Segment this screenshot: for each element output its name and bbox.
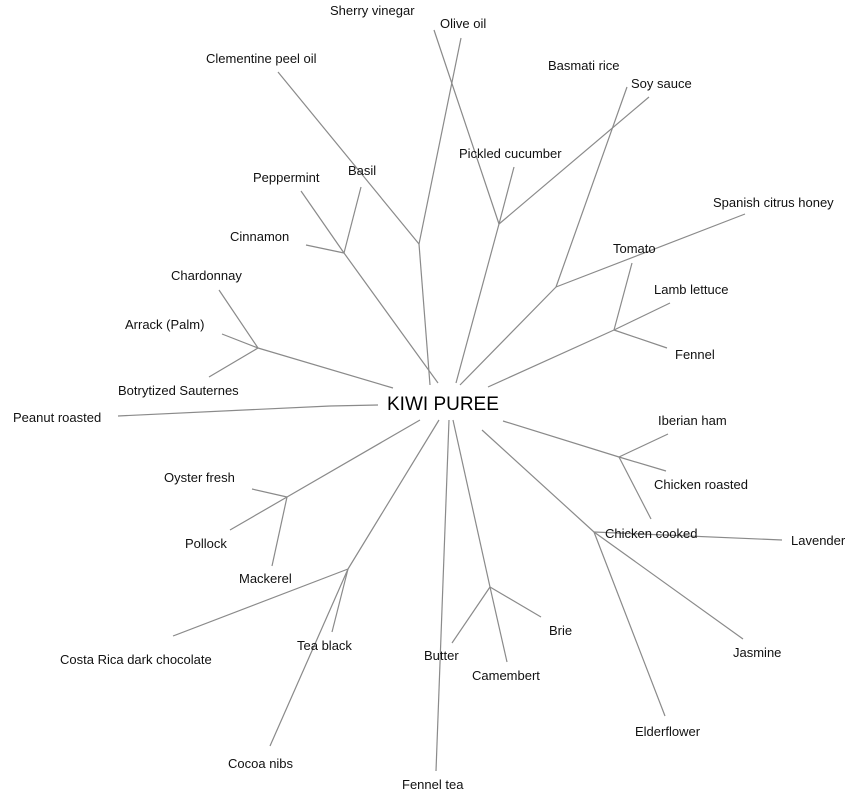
leaf-label: Butter (424, 648, 459, 663)
tree-edge (613, 302, 671, 331)
leaf-label: Iberian ham (658, 413, 727, 428)
tree-edge (618, 456, 667, 472)
leaf-label: Spanish citrus honey (713, 195, 834, 210)
tree-edge (329, 404, 379, 407)
tree-edge (455, 223, 500, 384)
tree-edge (481, 429, 595, 533)
leaf-label: Lamb lettuce (654, 282, 728, 297)
tree-edge (613, 329, 668, 349)
tree-edge (418, 37, 462, 245)
tree-edge (418, 243, 431, 386)
tree-edge (343, 186, 362, 254)
leaf-label: Cocoa nibs (228, 756, 294, 771)
leaf-label: Chicken roasted (654, 477, 748, 492)
leaf-label: Botrytized Sauternes (118, 383, 239, 398)
leaf-label: Olive oil (440, 16, 486, 31)
leaf-label: Elderflower (635, 724, 701, 739)
leaf-label: Tomato (613, 241, 656, 256)
leaf-label: Mackerel (239, 571, 292, 586)
leaf-label: Basil (348, 163, 376, 178)
leaf-label: Lavender (791, 533, 846, 548)
leaf-label: Fennel tea (402, 777, 464, 792)
tree-edge (593, 531, 783, 541)
leaf-label: Costa Rica dark chocolate (60, 652, 212, 667)
tree-edge (257, 347, 394, 389)
tree-edge (613, 262, 633, 331)
leaf-label: Brie (549, 623, 572, 638)
leaf-label: Jasmine (733, 645, 781, 660)
tree-edge (277, 71, 420, 245)
tree-edge (221, 333, 259, 349)
tree-edge (452, 419, 491, 588)
tree-edge (555, 213, 746, 288)
leaf-label: Clementine peel oil (206, 51, 317, 66)
tree-edge (502, 420, 620, 458)
tree-edges (117, 29, 783, 772)
leaf-label: Chicken cooked (605, 526, 698, 541)
tree-edge (300, 190, 345, 254)
leaf-label: Sherry vinegar (330, 3, 415, 18)
tree-edge (269, 568, 349, 747)
tree-edge (331, 568, 349, 633)
leaf-label: Pickled cucumber (459, 146, 562, 161)
tree-edge (593, 531, 744, 640)
tree-edge (489, 586, 508, 663)
tree-edge (459, 286, 557, 386)
tree-edge (271, 496, 288, 567)
leaf-label: Basmati rice (548, 58, 620, 73)
leaf-label: Chardonnay (171, 268, 242, 283)
tree-edge (218, 289, 259, 349)
leaf-label: Cinnamon (230, 229, 289, 244)
tree-edge (286, 419, 421, 498)
tree-edge (593, 531, 666, 717)
tree-edge (435, 419, 450, 772)
leaf-label: Camembert (472, 668, 540, 683)
tree-edge (343, 252, 439, 384)
tree-edge (489, 586, 542, 618)
leaf-label: Peanut roasted (13, 410, 101, 425)
leaf-label: Fennel (675, 347, 715, 362)
leaf-label: Arrack (Palm) (125, 317, 204, 332)
tree-edge (618, 433, 669, 458)
tree-edge (498, 166, 515, 225)
tree-edge (208, 347, 259, 378)
tree-edge (117, 405, 331, 417)
tree-edge (251, 488, 288, 498)
leaf-label: Oyster fresh (164, 470, 235, 485)
leaf-label: Pollock (185, 536, 227, 551)
tree-edge (229, 496, 288, 531)
tree-edge (555, 86, 628, 288)
tree-edge (487, 329, 615, 388)
tree-edge (498, 96, 650, 225)
tree-edge (433, 29, 500, 225)
leaf-label: Peppermint (253, 170, 320, 185)
tree-edge (451, 586, 491, 644)
tree-edge (172, 568, 349, 637)
tree-edge (305, 244, 345, 254)
tree-edge (618, 456, 652, 520)
leaf-label: Tea black (297, 638, 352, 653)
leaf-label: Soy sauce (631, 76, 692, 91)
tree-edge (347, 419, 440, 570)
root-node-label: KIWI PUREE (387, 394, 499, 415)
